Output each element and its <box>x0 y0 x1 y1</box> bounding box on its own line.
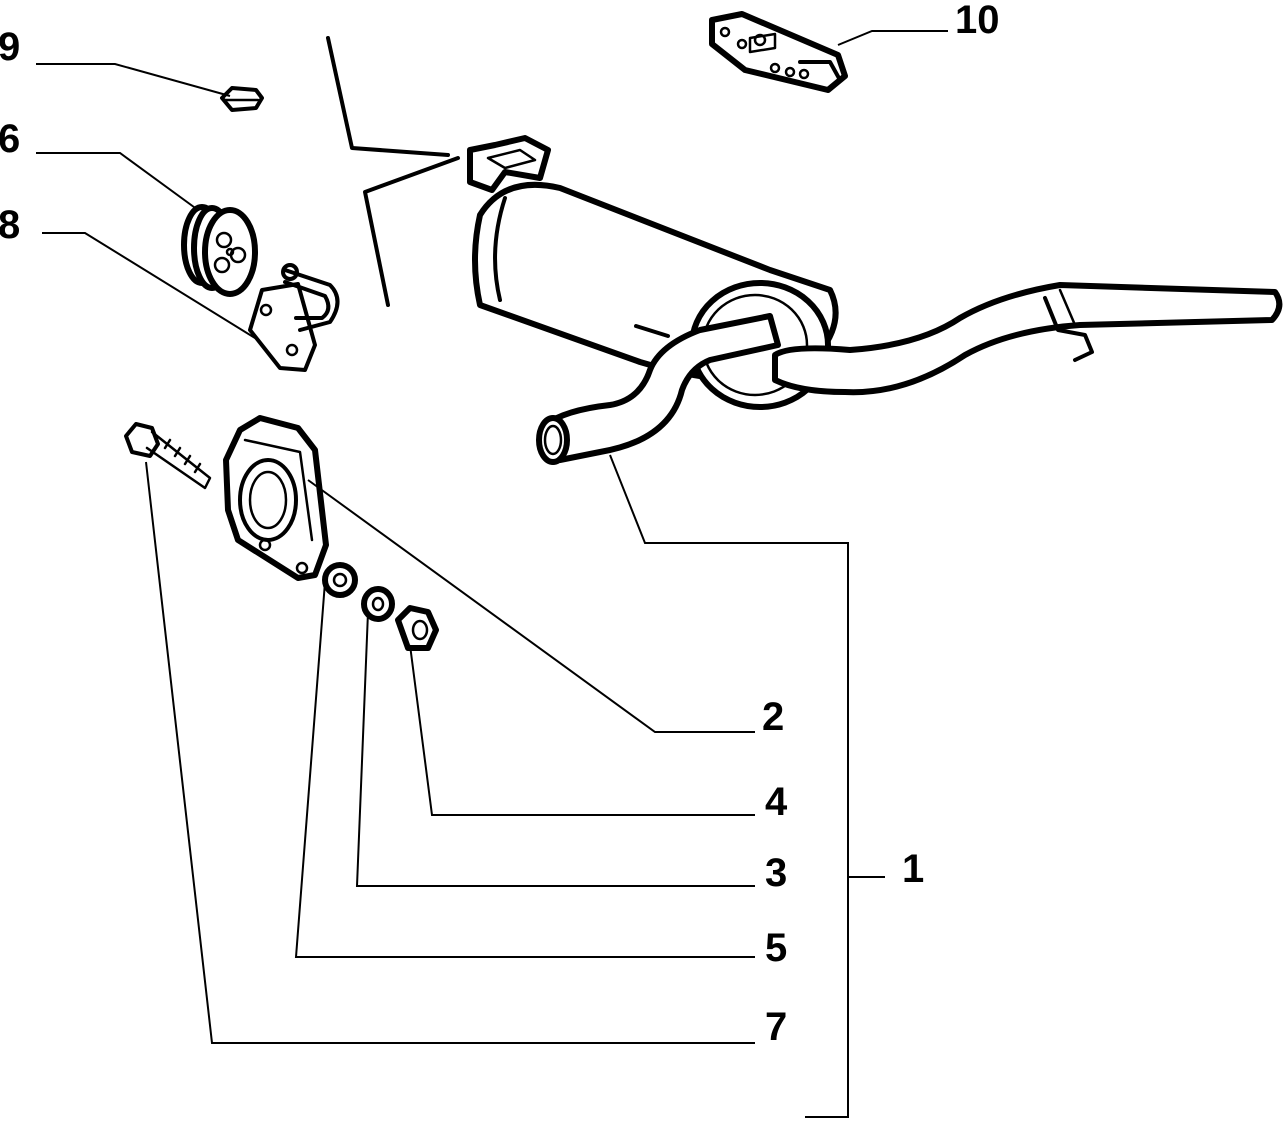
label-part-1: 1 <box>902 847 924 891</box>
label-part-4: 4 <box>765 780 788 824</box>
flange-nut <box>395 605 439 651</box>
leader-lines <box>36 30 948 1118</box>
washer-large <box>322 562 358 598</box>
label-part-6: 6 <box>0 117 20 161</box>
part-labels: 9 6 8 10 2 4 3 5 7 1 <box>0 0 1000 1049</box>
label-part-3: 3 <box>765 851 787 895</box>
rubber-mount <box>181 204 258 297</box>
label-part-9: 9 <box>0 25 20 69</box>
bolt <box>124 422 212 490</box>
hex-nut <box>220 86 264 112</box>
label-part-7: 7 <box>765 1005 787 1049</box>
label-part-5: 5 <box>765 926 787 970</box>
break-line <box>326 36 460 307</box>
label-part-2: 2 <box>762 695 784 739</box>
spring-washer <box>361 586 395 622</box>
label-part-8: 8 <box>0 203 20 247</box>
flange-gasket <box>223 415 329 581</box>
label-part-10: 10 <box>955 0 1000 42</box>
mounting-bracket <box>248 263 340 372</box>
rubber-hanger-block <box>709 11 848 93</box>
silencer-assembly <box>467 135 1283 465</box>
